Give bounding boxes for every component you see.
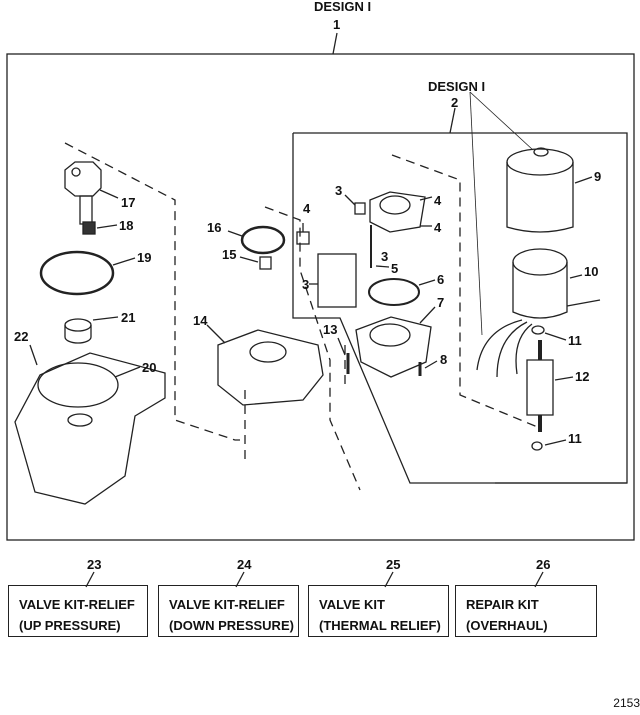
callout-9: 9 <box>594 169 602 184</box>
part-11-washer-top <box>531 325 545 335</box>
part-9-motor-cover <box>506 147 574 233</box>
kit-24-number: 24 <box>237 557 252 572</box>
kit-25-number: 25 <box>386 557 401 572</box>
callout-21: 21 <box>121 310 136 325</box>
callout-17: 17 <box>121 195 136 210</box>
inner-design-label: DESIGN I <box>428 79 486 94</box>
part-16-o-ring <box>240 225 286 255</box>
part-18-fitting <box>82 221 96 235</box>
leader-design-1 <box>332 32 338 55</box>
kit-26-line1: REPAIR KIT <box>466 597 539 612</box>
callout-13: 13 <box>323 322 338 337</box>
callout-14: 14 <box>193 313 208 328</box>
arrow-design-a <box>469 91 534 151</box>
kit-26-box: REPAIR KIT (OVERHAUL) <box>455 585 597 637</box>
callout-3-middle: 3 <box>381 249 389 264</box>
callout-4-right: 4 <box>434 220 442 235</box>
callout-7: 7 <box>437 295 445 310</box>
callout-12: 12 <box>575 369 590 384</box>
part-11-washer-bottom <box>531 441 543 451</box>
part-4-valve-housing <box>369 191 426 233</box>
callout-3-top: 3 <box>335 183 343 198</box>
inner-design-number: 2 <box>451 95 459 110</box>
callout-11-top: 11 <box>568 333 582 348</box>
outer-frame <box>6 53 635 541</box>
callout-19: 19 <box>137 250 152 265</box>
callout-10: 10 <box>584 264 599 279</box>
callout-22: 22 <box>14 329 29 344</box>
kit-24-box: VALVE KIT-RELIEF (DOWN PRESSURE) <box>158 585 299 637</box>
kit-23-number: 23 <box>87 557 102 572</box>
callout-6: 6 <box>437 272 445 287</box>
callout-18: 18 <box>119 218 134 233</box>
top-design-number: 1 <box>333 17 341 32</box>
figure-number: 2153 <box>613 696 640 710</box>
dashed-assembly-lines <box>64 142 541 491</box>
kit-25-line1: VALVE KIT <box>319 597 385 612</box>
callout-5: 5 <box>391 261 399 276</box>
part-6-o-ring <box>368 278 420 306</box>
callout-4-top: 4 <box>434 193 442 208</box>
inner-frame-left <box>292 133 627 484</box>
part-12-armature <box>526 359 554 416</box>
part-21-cap <box>64 318 92 344</box>
callout-11-bottom: 11 <box>568 431 582 446</box>
kit-26-line2: (OVERHAUL) <box>466 618 548 633</box>
part-17-pump <box>64 161 102 225</box>
kit-25-line2: (THERMAL RELIEF) <box>319 618 441 633</box>
callout-4-left: 4 <box>303 201 311 216</box>
part-20-reservoir <box>14 352 166 505</box>
part-19-o-ring <box>39 250 115 296</box>
part-10-field-assembly <box>476 248 568 378</box>
callout-3-inset: 3 <box>302 277 310 292</box>
part-14-valve-body <box>217 329 324 406</box>
kit-26-number: 26 <box>536 557 551 572</box>
callout-8: 8 <box>440 352 448 367</box>
callout-16: 16 <box>207 220 222 235</box>
part-7-cover <box>355 316 432 378</box>
kit-23-line1: VALVE KIT-RELIEF <box>19 597 135 612</box>
part-4-spool <box>296 231 310 245</box>
arrow-design-b <box>469 91 483 336</box>
part-15-check-valve <box>259 256 272 270</box>
part-3-valve <box>354 202 366 215</box>
top-design-label: DESIGN I <box>314 0 372 14</box>
callout-15: 15 <box>222 247 237 262</box>
callout-20: 20 <box>142 360 157 375</box>
kit-23-line2: (UP PRESSURE) <box>19 618 121 633</box>
leader-design-2 <box>449 107 456 134</box>
part-3-valve-inset <box>317 253 357 308</box>
kit-24-line2: (DOWN PRESSURE) <box>169 618 294 633</box>
kit-24-line1: VALVE KIT-RELIEF <box>169 597 285 612</box>
kit-23-box: VALVE KIT-RELIEF (UP PRESSURE) <box>8 585 148 637</box>
kit-25-box: VALVE KIT (THERMAL RELIEF) <box>308 585 449 637</box>
